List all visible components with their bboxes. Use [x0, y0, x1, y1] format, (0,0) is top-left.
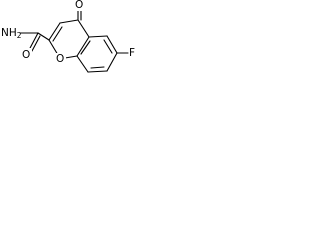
ketone-oxygen-bg [75, 0, 85, 11]
bond-c8-c8a [76, 55, 89, 73]
amide-nh2-label: NH2 [1, 27, 22, 40]
chromone-carboxamide-structure: NH2 O O O F [1, 0, 135, 73]
bond-c7-c8 [87, 70, 108, 73]
ring-oxygen-label: O [56, 53, 64, 65]
carbonyl-oxygen-label: O [22, 49, 30, 61]
fluorine-label: F [129, 47, 135, 59]
bond-amide-c-o-2 [31, 35, 41, 52]
bond-o1-c8a [64, 55, 78, 59]
bond-c6-c7 [106, 52, 118, 72]
bond-c2-c3-double [52, 26, 63, 42]
bond-c4a-c5 [88, 35, 108, 38]
bond-c8a-c4a-inner [80, 40, 91, 55]
carbonyl-oxygen-bg [22, 48, 32, 60]
ketone-oxygen-label: O [75, 0, 83, 11]
bond-c2-o1 [48, 39, 59, 56]
bond-amide-c-c2 [37, 32, 50, 41]
bond-c2-c3-single [48, 22, 61, 41]
amide-nh-text: NH [1, 27, 17, 39]
bond-c5-c6 [106, 35, 118, 54]
bond-c3-c4 [59, 19, 79, 24]
bond-amide-c-o-1 [28, 32, 39, 51]
ring-oxygen-bg [56, 53, 66, 65]
bond-c5-c6-inner [103, 39, 113, 54]
bond-c4-c4a [77, 19, 90, 38]
bond-c8a-c4a [76, 36, 90, 57]
bond-c7-c8-inner [90, 66, 105, 69]
amide-subscript: 2 [17, 31, 22, 40]
